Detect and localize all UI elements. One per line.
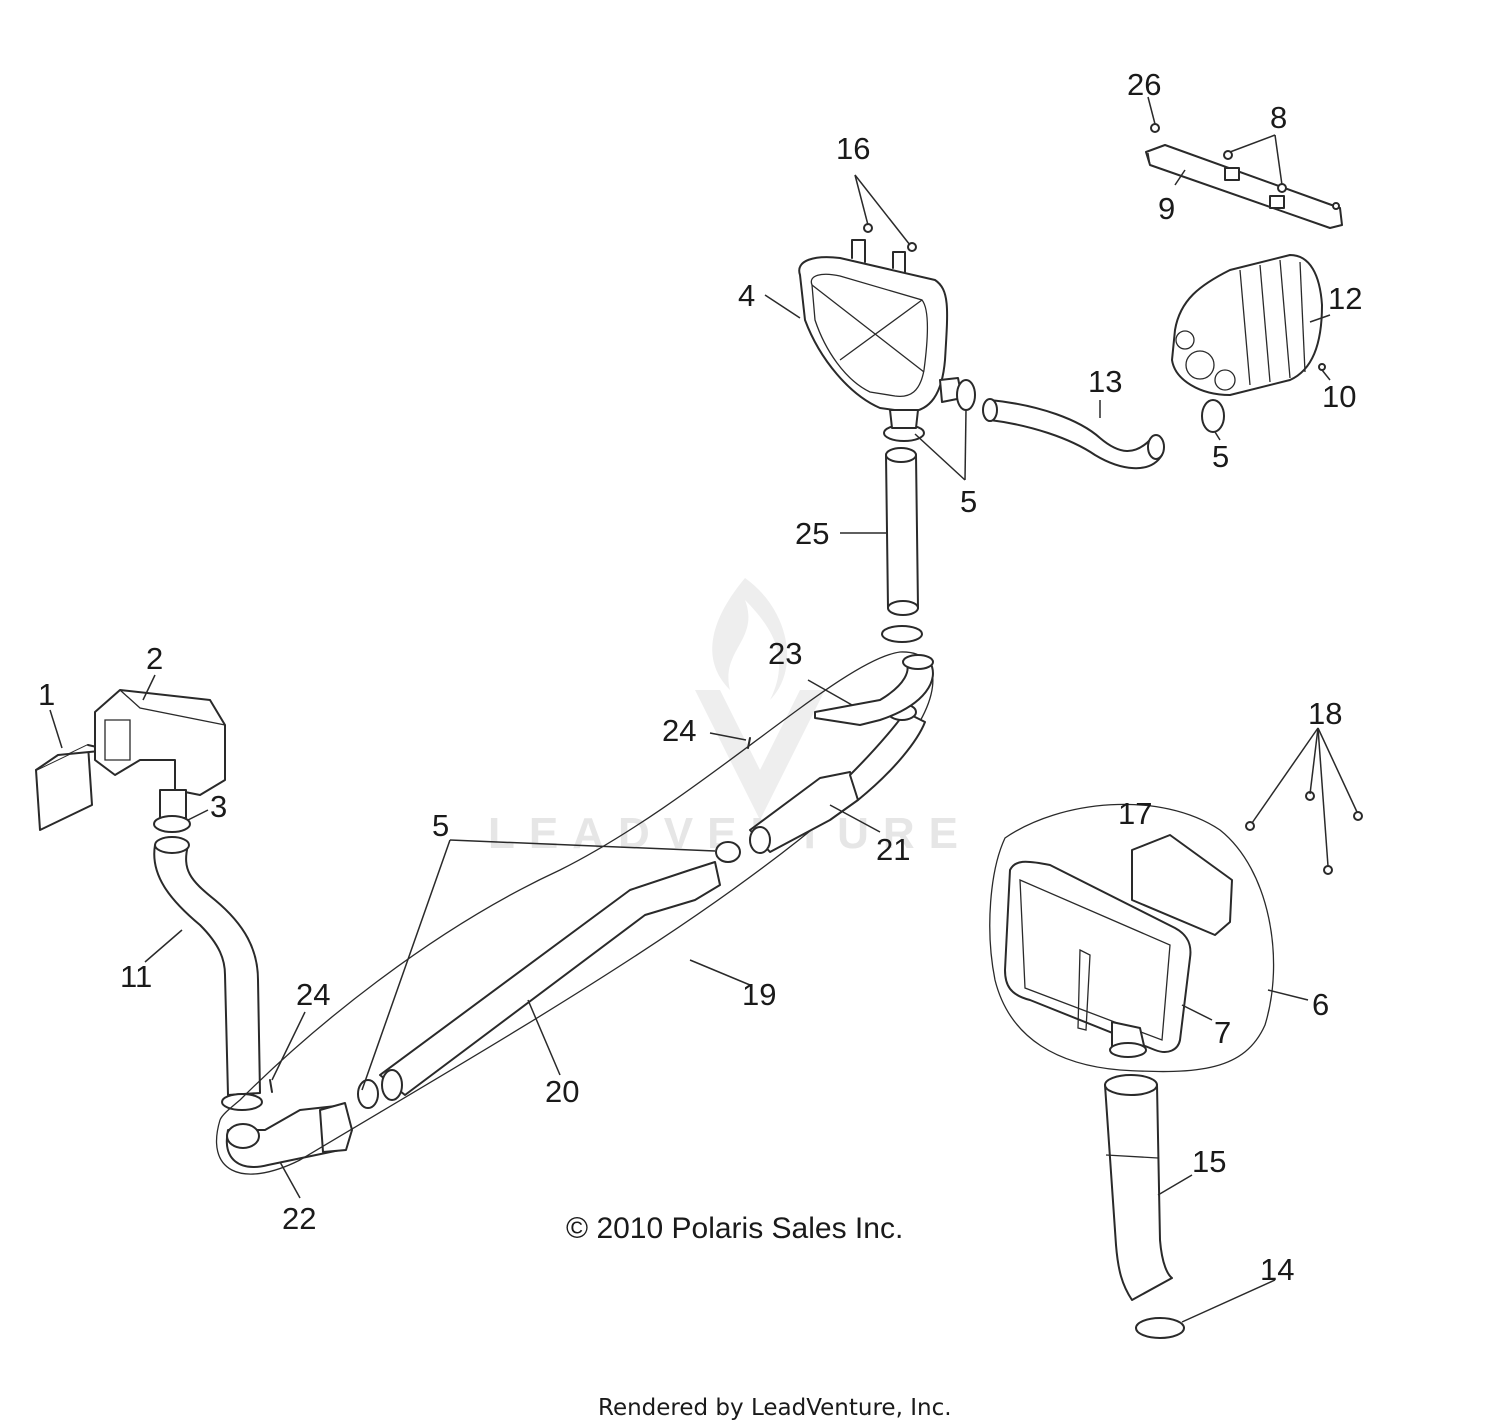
callout-21: 21 [876, 832, 910, 867]
part-21-resonator [749, 703, 926, 854]
callout-5-right: 5 [1212, 439, 1229, 474]
clamp-upper-tube [881, 625, 923, 643]
copyright-text: © 2010 Polaris Sales Inc. [566, 1212, 903, 1245]
part-25-tube [885, 447, 919, 616]
part-18-bolt-2 [1245, 821, 1255, 831]
callout-5-middle: 5 [432, 808, 449, 843]
part-8-screw-right [1277, 183, 1287, 193]
leader-lines [49, 96, 1358, 1323]
part-19-assembly-outline [215, 651, 934, 1175]
callout-10: 10 [1322, 379, 1356, 414]
callout-12: 12 [1328, 281, 1362, 316]
callout-9: 9 [1158, 191, 1175, 226]
clamp-lower-left [221, 1093, 263, 1111]
part-24-screw-lower [269, 1079, 273, 1093]
callout-19: 19 [742, 977, 776, 1012]
bracket-screw-end [1332, 202, 1340, 210]
footer-text: Rendered by LeadVenture, Inc. [598, 1395, 952, 1421]
callout-4: 4 [738, 278, 755, 313]
part-15-tube [1104, 1074, 1173, 1301]
callout-23: 23 [768, 636, 802, 671]
callout-26: 26 [1127, 67, 1161, 102]
part-26-screw [1150, 123, 1160, 133]
callout-16: 16 [836, 131, 870, 166]
callout-24-lower: 24 [296, 977, 330, 1012]
part-1-foam-block [35, 744, 111, 831]
callout-17: 17 [1118, 796, 1152, 831]
callout-24-upper: 24 [662, 713, 696, 748]
part-10-nut [1318, 363, 1326, 371]
callout-14: 14 [1260, 1252, 1294, 1287]
part-20-tube [379, 861, 721, 1096]
callout-7: 7 [1214, 1015, 1231, 1050]
part-12-engine [1171, 254, 1323, 396]
part-14-clamp [1135, 1317, 1185, 1339]
part-5-clamp-lower [357, 1079, 379, 1109]
part-6-assembly-outline [989, 803, 1275, 1073]
part-17-foam-block [1131, 834, 1233, 936]
callout-13: 13 [1088, 364, 1122, 399]
part-8-screw-left [1223, 150, 1233, 160]
part-18-bolt-4 [1323, 865, 1333, 875]
part-5-clamp-right [1201, 399, 1225, 433]
part-9-bracket [1145, 144, 1343, 229]
callout-3: 3 [210, 789, 227, 824]
part-2-intake-box [94, 689, 226, 819]
part-22-elbow [225, 1102, 353, 1168]
part-23-elbow [814, 654, 934, 726]
part-4-airbox [798, 239, 963, 429]
callout-22: 22 [282, 1201, 316, 1236]
callout-2: 2 [146, 641, 163, 676]
callout-11: 11 [120, 959, 152, 994]
callout-18: 18 [1308, 696, 1342, 731]
part-3-clamp [153, 815, 191, 833]
part-5-clamp-middle [715, 841, 741, 863]
callout-15: 15 [1192, 1144, 1226, 1179]
part-11-hose [153, 844, 261, 1096]
part-18-bolt-3 [1353, 811, 1363, 821]
part-7-filter-panel [1004, 860, 1192, 1058]
part-5-clamp-outlet [956, 379, 976, 411]
part-13-hose [982, 398, 1165, 470]
callout-6: 6 [1312, 987, 1329, 1022]
callout-1: 1 [38, 677, 55, 712]
part-20-tube-end [381, 1069, 403, 1101]
callout-5-upper: 5 [960, 484, 977, 519]
callout-25: 25 [795, 516, 829, 551]
part-11-hose-end [154, 836, 190, 854]
part-16-bolt-left [863, 223, 873, 233]
part-24-screw-upper [747, 737, 751, 749]
callout-8: 8 [1270, 100, 1287, 135]
callout-20: 20 [545, 1074, 579, 1109]
